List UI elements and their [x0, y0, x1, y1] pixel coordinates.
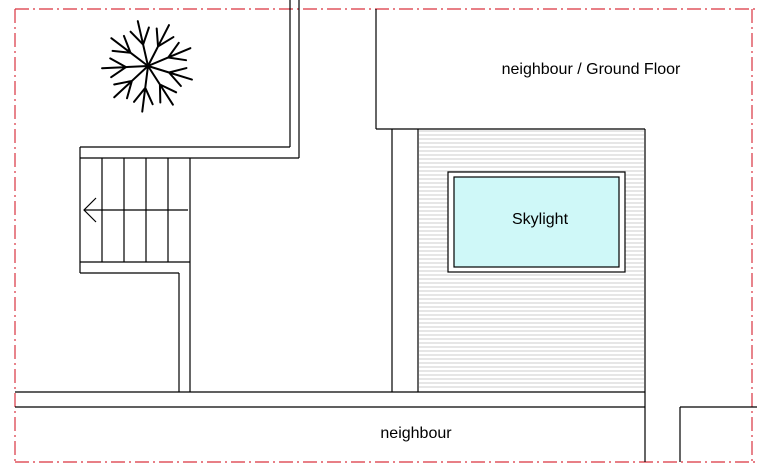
neighbour-ground-floor-label: neighbour / Ground Floor: [502, 61, 681, 78]
tree-branch: [110, 34, 149, 67]
tree-branch: [147, 65, 193, 88]
property-boundary: [14, 8, 757, 463]
staircase: [80, 158, 191, 392]
skylight-label: Skylight: [512, 211, 569, 228]
neighbour-right-block: [679, 406, 757, 462]
bottom-wall: [15, 391, 645, 408]
tree-branch: [147, 65, 178, 106]
tree-branch: [129, 20, 150, 67]
terrace-side-wall: [391, 129, 419, 392]
skylight-glass: [453, 176, 620, 268]
neighbour-bottom-label: neighbour: [380, 425, 452, 442]
arrow-left-icon: [83, 197, 97, 223]
tree-branch: [132, 65, 154, 113]
skylight: Skylight: [447, 171, 626, 273]
tree-branch: [101, 57, 149, 79]
tree-symbol-icon: [101, 20, 193, 113]
neighbour-ground-floor-block: [375, 9, 645, 130]
tree-branch: [113, 65, 149, 100]
tree-branch: [147, 24, 175, 67]
tree-branch: [147, 41, 192, 67]
